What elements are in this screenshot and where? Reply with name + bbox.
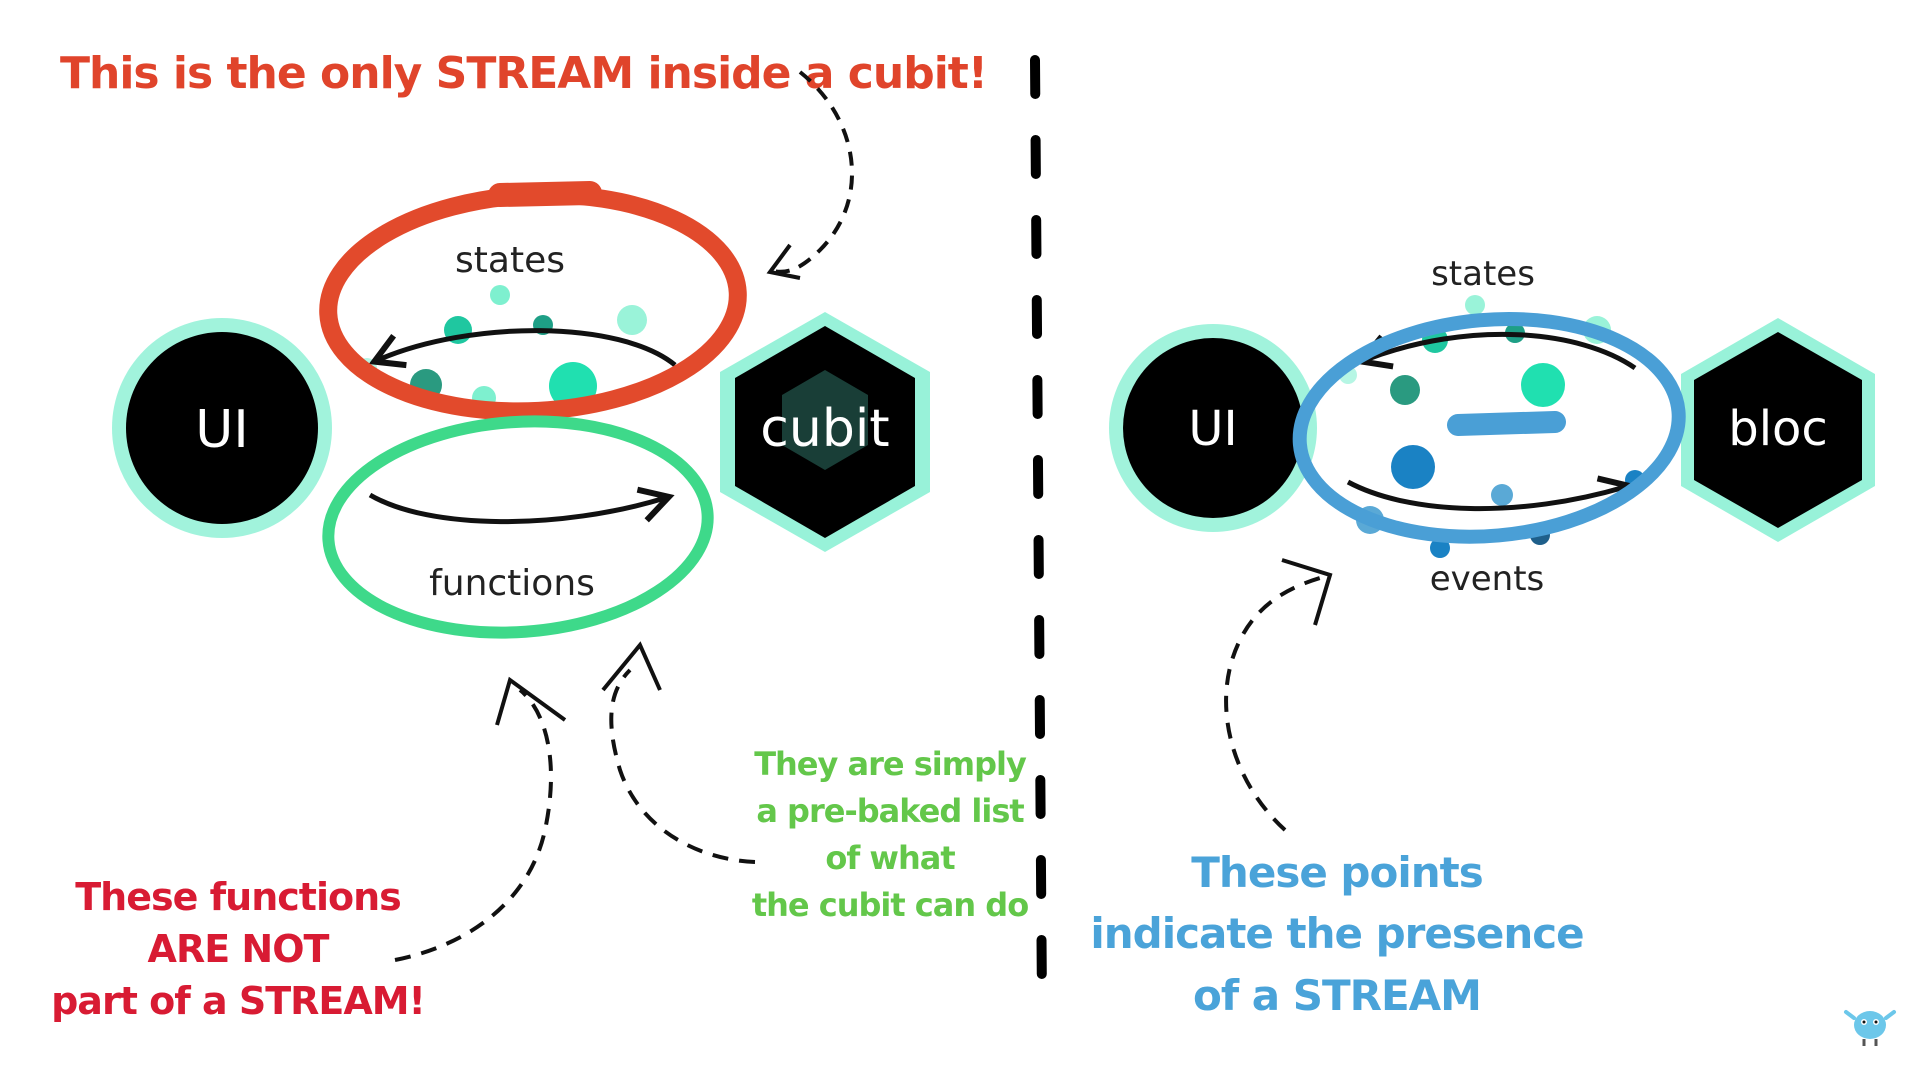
points-note-line-1: These points	[1191, 848, 1482, 897]
states-arrow-left	[368, 328, 677, 369]
states-stream-ring	[319, 185, 747, 421]
functions-note-line-3: part of a STREAM!	[51, 979, 425, 1023]
ui-node-right: UI	[1109, 324, 1317, 532]
cubit-stream-title: This is the only STREAM inside a cubit!	[60, 48, 987, 99]
prebaked-note-line-1: They are simply	[754, 745, 1027, 783]
bloc-node: bloc	[1681, 318, 1875, 542]
ui-label-right: UI	[1188, 401, 1237, 457]
points-note-line-2: indicate the presence	[1090, 909, 1583, 958]
center-divider	[1030, 55, 1047, 1010]
functions-ring	[322, 415, 714, 639]
prebaked-note-line-2: a pre-baked list	[756, 792, 1024, 830]
prebaked-note-line-3: of what	[825, 839, 955, 877]
states-label-left: states	[455, 240, 565, 281]
states-label-right: states	[1431, 254, 1535, 294]
points-note: These points indicate the presence of a …	[1090, 848, 1584, 1020]
cubit-node: cubit	[720, 312, 930, 552]
functions-note-line-1: These functions	[75, 875, 401, 919]
events-ring-stroke-cap	[1447, 411, 1566, 436]
prebaked-note-line-4: the cubit can do	[752, 886, 1028, 924]
functions-note-arrowhead	[495, 676, 567, 726]
points-note-line-3: of a STREAM	[1193, 971, 1481, 1020]
functions-note: These functions ARE NOT part of a STREAM…	[51, 875, 426, 1023]
ui-label-left: UI	[195, 400, 248, 460]
prebaked-note: They are simply a pre-baked list of what…	[752, 745, 1029, 924]
ui-node-left: UI	[112, 318, 332, 538]
cubit-label: cubit	[760, 399, 889, 459]
events-arrow	[1346, 475, 1635, 512]
title-pointer-arrow	[769, 70, 855, 274]
points-note-arrowhead	[1281, 558, 1333, 626]
states-arrow-right	[1355, 331, 1637, 371]
prebaked-note-arrow	[609, 668, 756, 864]
events-label: events	[1430, 559, 1545, 599]
functions-note-line-2: ARE NOT	[148, 927, 330, 971]
states-ring-stroke-cap	[488, 181, 602, 207]
prebaked-note-arrowhead	[601, 641, 662, 692]
title-pointer-arrowhead	[766, 243, 801, 280]
points-note-arrow	[1224, 576, 1321, 832]
functions-arrow	[368, 486, 675, 525]
bloc-label: bloc	[1728, 401, 1828, 457]
bloc-mascot-icon	[1844, 1010, 1896, 1046]
events-stream-ring	[1292, 311, 1686, 544]
functions-label: functions	[429, 563, 595, 604]
functions-note-arrow	[394, 688, 553, 962]
